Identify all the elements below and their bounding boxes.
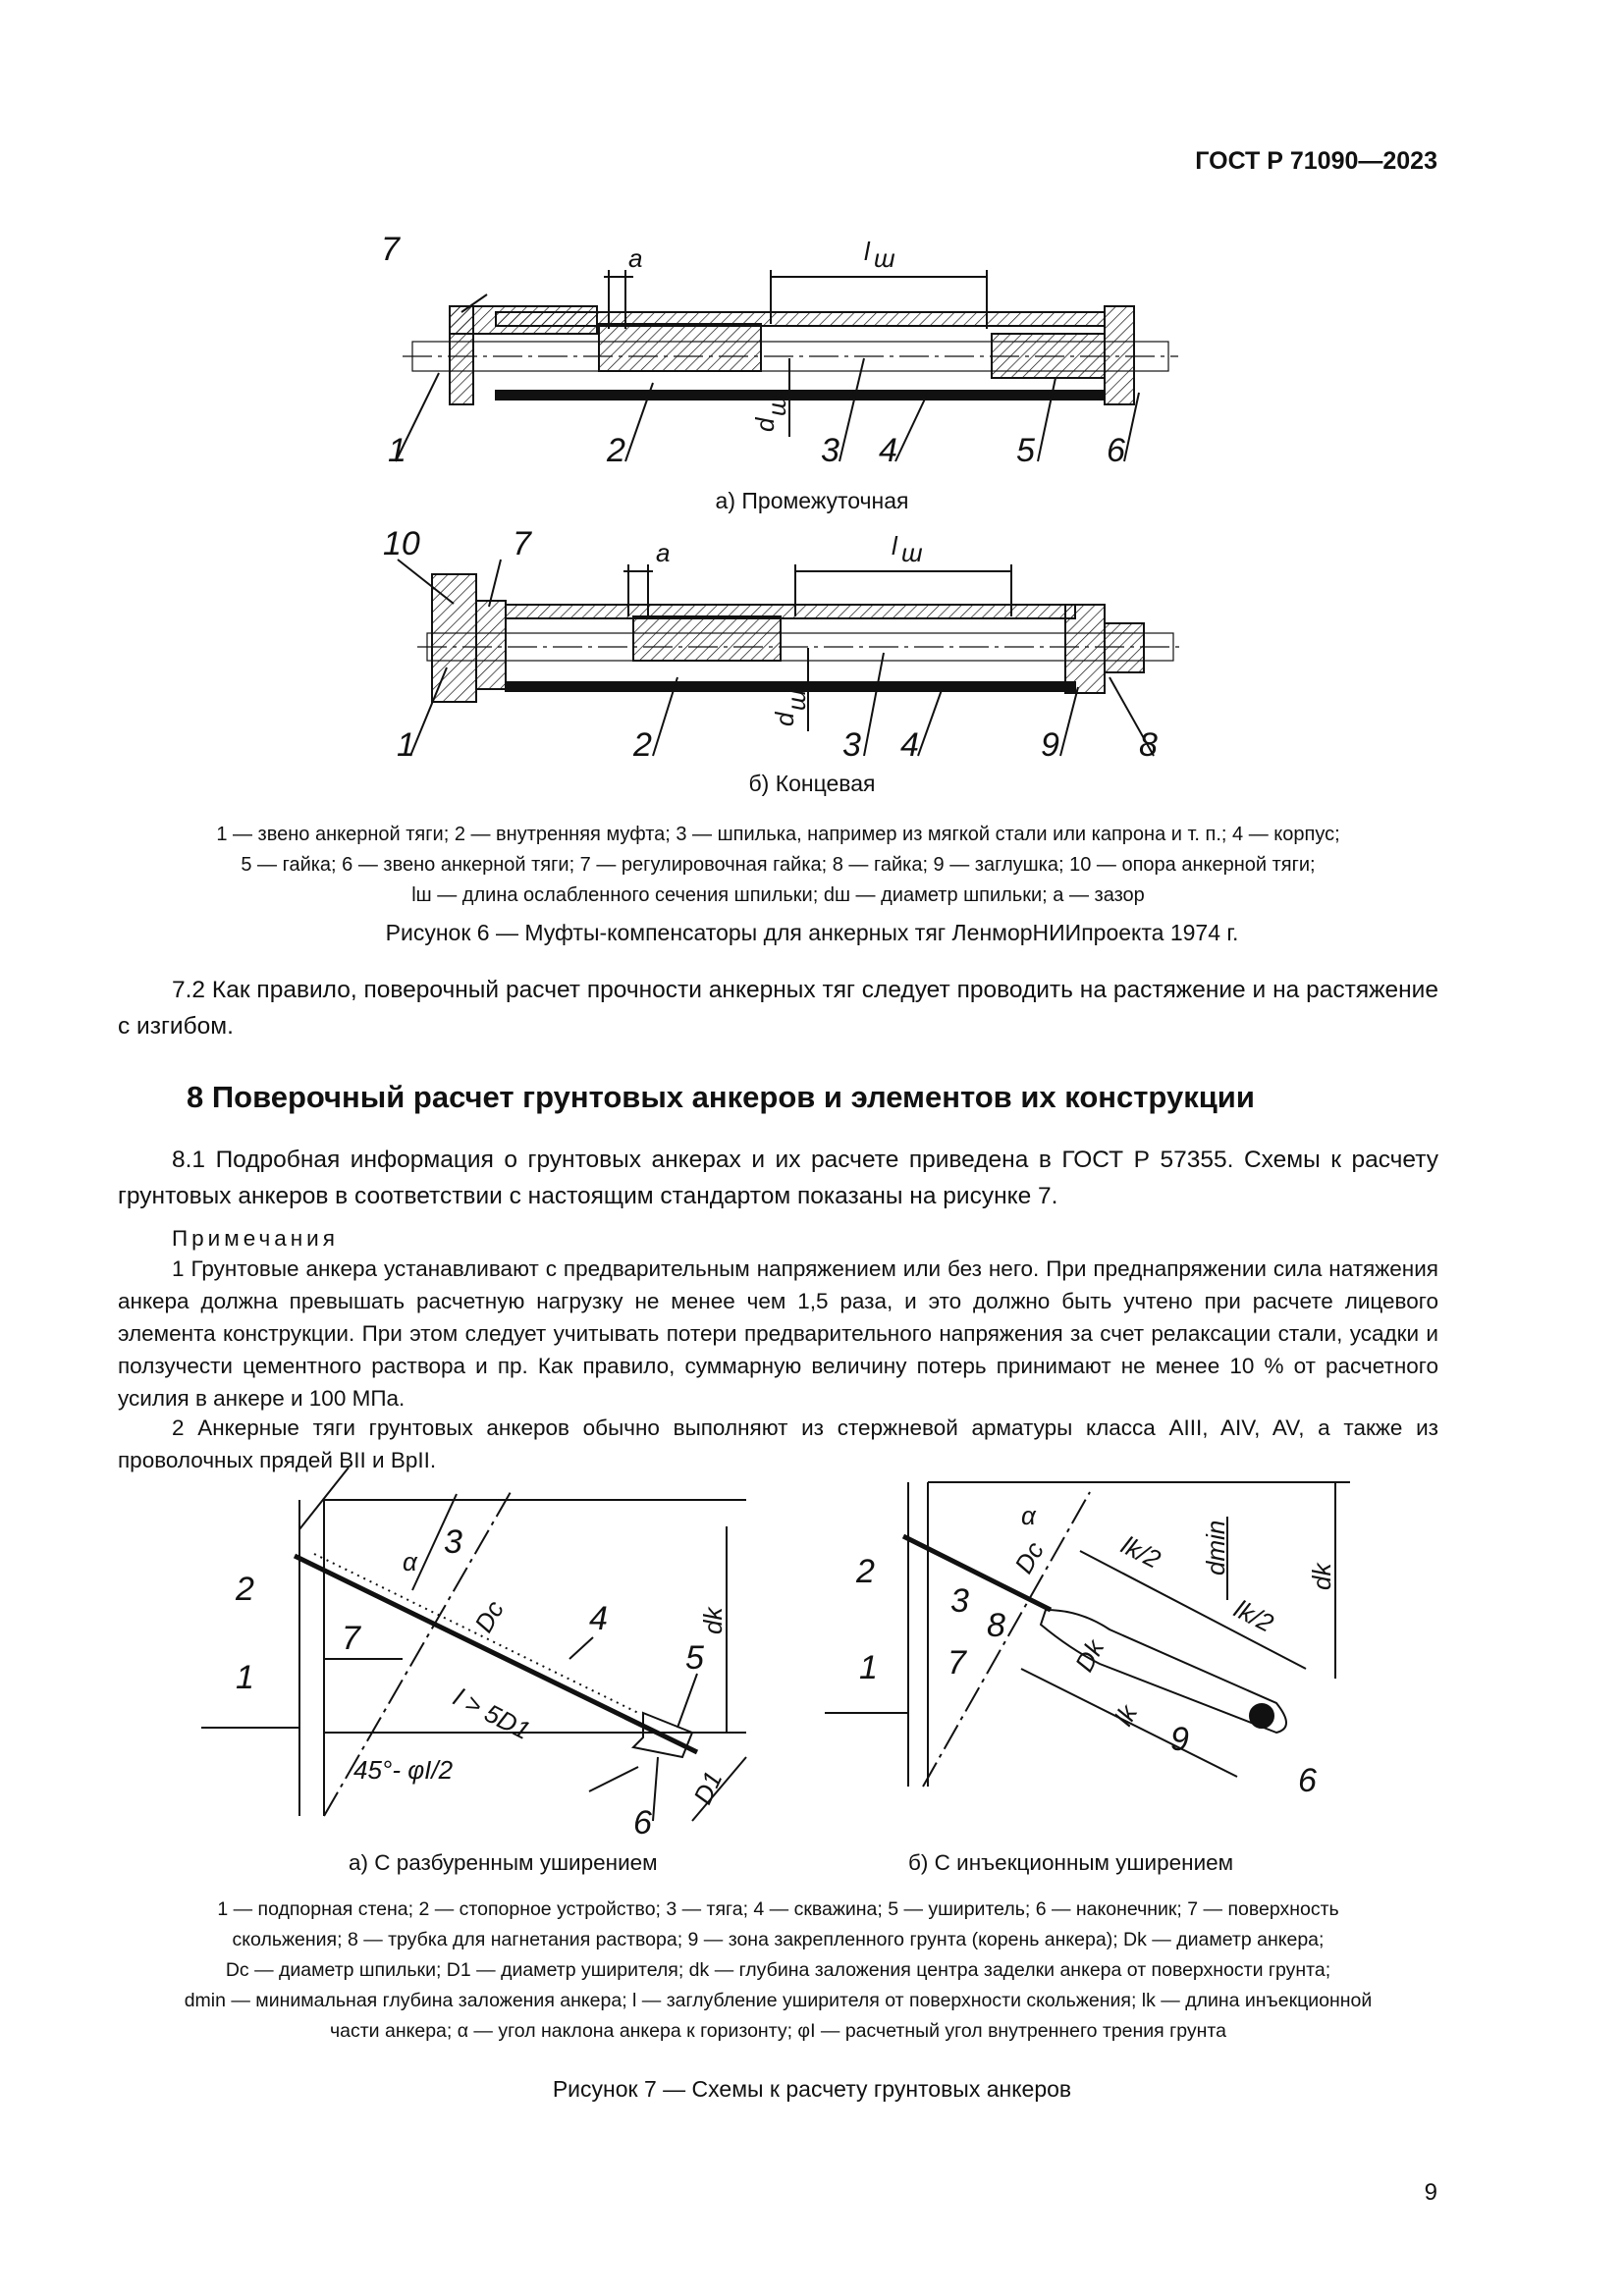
fig6a-label-a: a bbox=[628, 243, 642, 273]
fig7b-label-9: 9 bbox=[1170, 1721, 1189, 1758]
fig7b-label-lk2-a: lk/2 bbox=[1116, 1530, 1165, 1575]
figure6-legend-line: 5 — гайка; 6 — звено анкерной тяги; 7 — … bbox=[241, 854, 1316, 876]
figure6-legend: 1 — звено анкерной тяги; 2 — внутренняя … bbox=[118, 820, 1438, 911]
note-1: 1 Грунтовые анкера устанавливают с предв… bbox=[118, 1256, 1438, 1411]
fig6b-label-3: 3 bbox=[842, 726, 861, 764]
fig6b-label-10: 10 bbox=[383, 525, 420, 562]
fig7a-label-5: 5 bbox=[685, 1639, 704, 1677]
fig7a-label-D1: D1 bbox=[687, 1767, 728, 1809]
fig7b-label-alpha: α bbox=[1021, 1501, 1037, 1530]
fig7a-label-4: 4 bbox=[589, 1600, 608, 1637]
fig6b-label-1: 1 bbox=[397, 726, 415, 764]
fig6a-label-3: 3 bbox=[821, 432, 839, 469]
fig6b-label-d-sub: ш bbox=[782, 689, 811, 711]
notes-title: Примечания bbox=[172, 1226, 339, 1251]
note-2: 2 Анкерные тяги грунтовых анкеров обычно… bbox=[118, 1415, 1438, 1472]
figure7-legend-line: 1 — подпорная стена; 2 — стопорное устро… bbox=[217, 1898, 1339, 1920]
figure7-legend-line: скольжения; 8 — трубка для нагнетания ра… bbox=[232, 1929, 1325, 1950]
fig6b-label-8: 8 bbox=[1139, 726, 1158, 764]
fig6b-label-a: a bbox=[656, 538, 670, 567]
fig7b-label-dk: dk bbox=[1307, 1562, 1336, 1590]
figure6-subcaption-b: б) Концевая bbox=[748, 771, 876, 796]
fig7a-label-2: 2 bbox=[235, 1571, 254, 1608]
figure7-legend-line: части анкера; α — угол наклона анкера к … bbox=[330, 2020, 1226, 2042]
fig6a-label-1: 1 bbox=[388, 432, 406, 469]
fig6a-label-l: l bbox=[864, 237, 871, 266]
fig7a-label-dk: dk bbox=[698, 1606, 728, 1634]
figure7-legend-line: dmin — минимальная глубина заложения анк… bbox=[184, 1990, 1373, 2011]
fig6a-label-5: 5 bbox=[1016, 432, 1035, 469]
fig7b-label-dmin: dmin bbox=[1201, 1521, 1230, 1575]
fig6a-label-l-sub: ш bbox=[874, 243, 895, 273]
fig6b-label-7: 7 bbox=[513, 525, 532, 562]
paragraph-8-1: 8.1 Подробная информация о грунтовых анк… bbox=[118, 1147, 1438, 1209]
fig7a-label-7: 7 bbox=[342, 1620, 361, 1657]
figure7-caption: Рисунок 7 — Схемы к расчету грунтовых ан… bbox=[552, 2076, 1072, 2102]
fig6a-label-6: 6 bbox=[1107, 432, 1125, 469]
fig7a-label-l: l > 5D1 bbox=[449, 1682, 535, 1745]
fig7b-label-Dc: Dc bbox=[1008, 1536, 1050, 1578]
fig6a-label-d: d bbox=[750, 416, 780, 432]
fig6a-label-4: 4 bbox=[879, 432, 897, 469]
fig7b-label-7: 7 bbox=[947, 1644, 967, 1682]
fig6b-label-l: l bbox=[892, 531, 898, 561]
fig6b-label-2: 2 bbox=[632, 726, 652, 764]
figure7-legend: 1 — подпорная стена; 2 — стопорное устро… bbox=[118, 1895, 1438, 2047]
fig7b-label-8: 8 bbox=[987, 1607, 1005, 1644]
paragraph-7-2: 7.2 Как правило, поверочный расчет прочн… bbox=[118, 977, 1438, 1040]
fig7b-label-1: 1 bbox=[859, 1649, 878, 1686]
section-8-heading: 8 Поверочный расчет грунтовых анкеров и … bbox=[187, 1080, 1255, 1114]
figure7-subcaption-b: б) С инъекционным уширением bbox=[908, 1850, 1234, 1875]
figure7-subcaption-a: а) С разбуренным уширением bbox=[349, 1850, 658, 1875]
fig7a-label-3: 3 bbox=[444, 1523, 462, 1561]
figure7-legend-line: Dc — диаметр шпильки; D1 — диаметр ушири… bbox=[225, 1959, 1331, 1981]
fig7b-label-lk: lk bbox=[1109, 1698, 1144, 1730]
fig7a-label-angle: 45°- φI/2 bbox=[353, 1755, 454, 1785]
fig6a-label-7: 7 bbox=[381, 231, 401, 268]
fig7b-label-Dk: Dk bbox=[1069, 1633, 1110, 1677]
fig7b-label-2: 2 bbox=[855, 1553, 875, 1590]
fig6a-label-d-sub: ш bbox=[762, 395, 791, 416]
figure6-subcaption-a: а) Промежуточная bbox=[715, 488, 909, 513]
fig6b-label-l-sub: ш bbox=[901, 538, 923, 567]
fig7a-label-alpha: α bbox=[403, 1547, 418, 1576]
fig7a-label-Dc: Dc bbox=[468, 1595, 510, 1637]
fig6a-label-2: 2 bbox=[606, 432, 625, 469]
figure6-caption: Рисунок 6 — Муфты-компенсаторы для анкер… bbox=[385, 920, 1239, 945]
fig6b-label-4: 4 bbox=[900, 726, 919, 764]
document-id: ГОСТ Р 71090—2023 bbox=[1195, 147, 1437, 175]
fig7a-label-6: 6 bbox=[633, 1804, 652, 1842]
fig6b-label-d: d bbox=[770, 711, 799, 726]
fig7b-label-lk2-b: lk/2 bbox=[1229, 1594, 1278, 1638]
figure6-legend-line: lш — длина ослабленного сечения шпильки;… bbox=[411, 884, 1145, 906]
fig7a-label-1: 1 bbox=[236, 1659, 254, 1696]
fig6b-label-9: 9 bbox=[1041, 726, 1059, 764]
fig7b-label-3: 3 bbox=[950, 1582, 969, 1620]
page-number: 9 bbox=[1424, 2179, 1437, 2206]
fig7b-label-6: 6 bbox=[1298, 1762, 1317, 1799]
figure6-legend-line: 1 — звено анкерной тяги; 2 — внутренняя … bbox=[216, 824, 1340, 845]
